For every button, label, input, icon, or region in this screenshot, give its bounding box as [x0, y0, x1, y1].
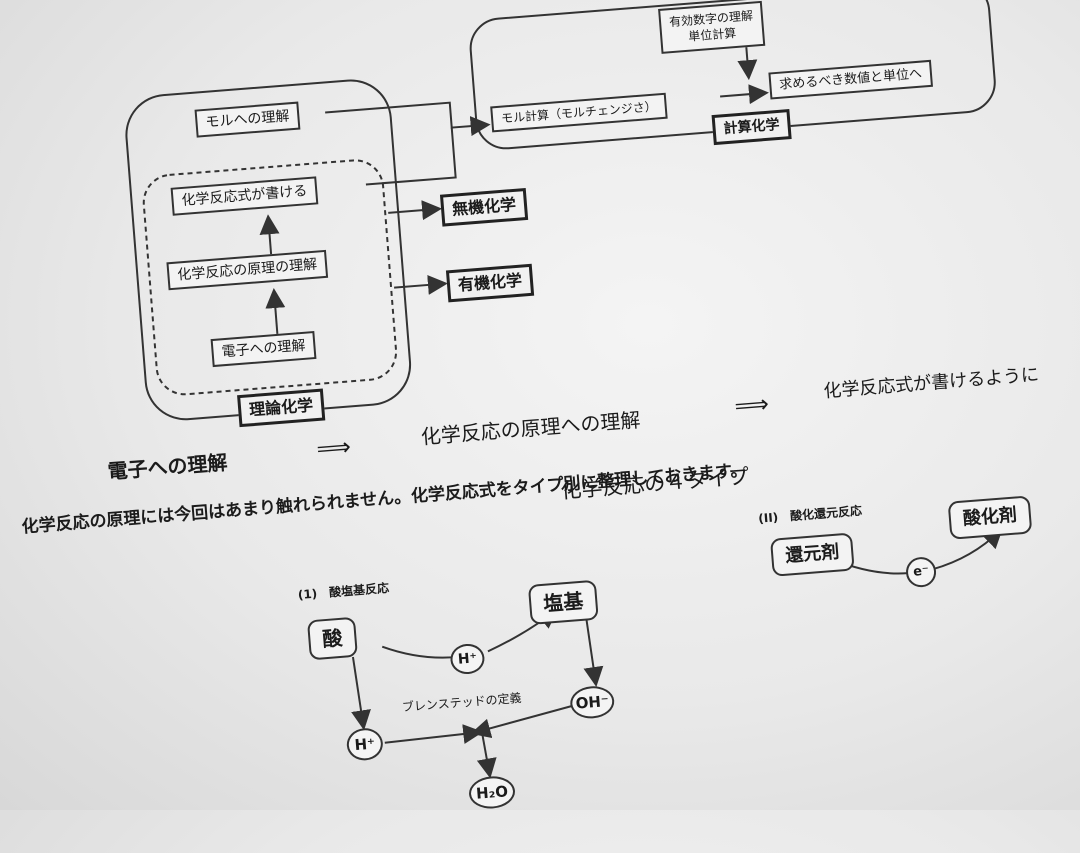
calc-chem-label: 計算化学	[711, 109, 792, 146]
valid-digits-box: 有効数字の理解 単位計算	[658, 0, 766, 55]
theory-chem-label: 理論化学	[237, 388, 326, 428]
reductant-box: 還元剤	[769, 532, 855, 577]
organic-chem-box: 有機化学	[445, 263, 535, 303]
summary-arrow-2: ⟹	[733, 389, 770, 421]
base-box: 塩基	[527, 579, 599, 625]
inorganic-chem-box: 無機化学	[439, 187, 529, 227]
acid-box: 酸	[306, 616, 358, 661]
oxidant-box: 酸化剤	[947, 495, 1033, 540]
summary-arrow-1: ⟹	[315, 432, 352, 464]
